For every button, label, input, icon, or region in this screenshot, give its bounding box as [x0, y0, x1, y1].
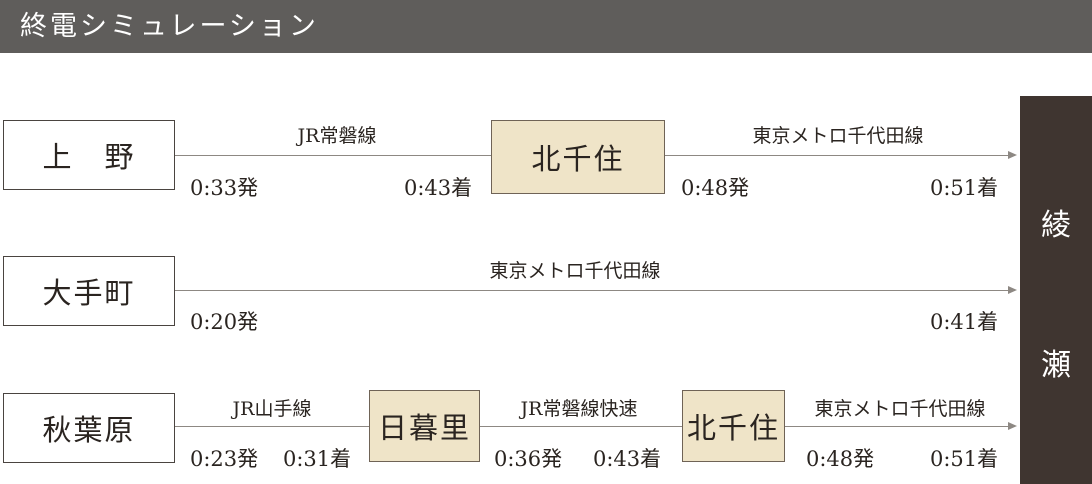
arrival-time: 0:31着	[283, 447, 352, 471]
departure-time: 0:48発	[806, 447, 875, 471]
route-line	[480, 426, 682, 427]
line-name: JR常磐線	[297, 125, 377, 147]
departure-time: 0:20発	[190, 310, 259, 334]
page-title: 終電シミュレーション	[0, 0, 1092, 53]
arrival-time: 0:51着	[930, 176, 999, 200]
route-line	[175, 426, 369, 427]
line-name: JR山手線	[232, 398, 312, 420]
destination-station: 綾 瀬	[1020, 96, 1092, 484]
departure-time: 0:33発	[190, 176, 259, 200]
destination-char: 瀬	[1041, 348, 1071, 383]
transfer-station: 北千住	[682, 390, 785, 462]
origin-station: 秋葉原	[3, 393, 175, 463]
origin-station: 大手町	[3, 256, 175, 326]
arrival-time: 0:43着	[593, 447, 662, 471]
route-arrow	[665, 151, 1017, 159]
departure-time: 0:48発	[681, 176, 750, 200]
route-line	[175, 155, 491, 156]
departure-time: 0:23発	[190, 447, 259, 471]
transfer-station: 北千住	[491, 120, 665, 194]
line-name: 東京メトロ千代田線	[752, 125, 924, 147]
line-name: 東京メトロ千代田線	[814, 398, 986, 420]
line-name: JR常磐線快速	[520, 398, 638, 420]
route-arrow	[785, 422, 1017, 430]
line-name: 東京メトロ千代田線	[489, 260, 661, 282]
origin-station: 上 野	[3, 120, 175, 190]
transfer-station: 日暮里	[369, 390, 480, 462]
arrival-time: 0:51着	[930, 447, 999, 471]
route-arrow	[175, 286, 1017, 294]
arrival-time: 0:41着	[930, 310, 999, 334]
arrival-time: 0:43着	[404, 176, 473, 200]
departure-time: 0:36発	[494, 447, 563, 471]
destination-char: 綾	[1041, 208, 1071, 243]
